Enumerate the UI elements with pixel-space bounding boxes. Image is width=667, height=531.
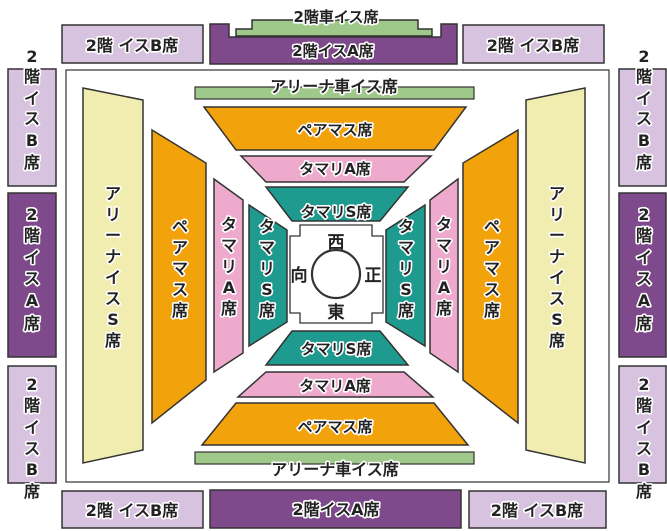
upper-a-top-label: 2階イスA席 [292,42,374,60]
arena-wheelchair-top-label: アリーナ車イス席 [270,77,398,96]
arena-s-right[interactable] [525,87,586,464]
upper-a-right[interactable] [618,192,667,358]
upper-b-left-bottom[interactable] [7,365,57,484]
tamari-s-bottom[interactable] [264,330,410,366]
dohyo-ring-icon [310,248,362,300]
upper-a-left[interactable] [7,192,57,358]
tamari-s-bottom-label: タマリS席 [301,340,372,358]
pair-masu-bottom-label: ペアマス席 [297,418,372,436]
tamari-a-right[interactable] [429,177,459,374]
upper-b-top-left[interactable] [61,24,204,64]
upper-b-top-right-label: 2階 イスB席 [487,36,579,55]
upper-b-bottom-right-label: 2階 イスB席 [491,501,583,520]
tamari-a-top-label: タマリA席 [299,160,371,178]
upper-b-right-bottom[interactable] [618,365,667,484]
upper-b-top-left-label: 2階 イスB席 [86,36,178,55]
tamari-a-top[interactable] [239,155,433,183]
tamari-a-bottom-label: タマリA席 [299,377,371,395]
upper-a-top[interactable] [209,23,458,65]
tamari-s-right[interactable] [385,203,426,348]
direction-west: 西 [328,233,345,253]
upper-wheelchair-top[interactable] [235,19,433,37]
pair-masu-top-label: ペアマス席 [297,121,372,139]
direction-shomen: 正 [365,266,382,286]
arena-wheelchair-top[interactable] [194,86,475,100]
pair-masu-left[interactable] [151,128,207,425]
tamari-a-left[interactable] [213,177,244,374]
upper-a-bottom[interactable] [209,489,462,529]
direction-east: 東 [328,302,345,323]
tamari-s-top-label: タマリS席 [301,203,372,221]
pair-masu-bottom[interactable] [200,402,470,446]
upper-wheelchair-top-label: 2階車イス席 [294,8,379,26]
tamari-a-bottom[interactable] [236,371,436,398]
pair-masu-top[interactable] [202,106,468,151]
upper-b-bottom-left[interactable] [61,490,204,529]
upper-a-bottom-label: 2階イスA席 [292,500,379,519]
upper-b-bottom-left-label: 2階 イスB席 [86,501,178,520]
arena-s-left[interactable] [82,87,144,464]
arena-wheelchair-bottom[interactable] [194,451,475,465]
direction-mukou: 向 [291,265,308,286]
upper-b-right-top[interactable] [618,68,667,187]
tamari-s-left[interactable] [248,203,288,348]
pair-masu-right[interactable] [462,128,519,425]
tamari-s-top[interactable] [264,186,410,222]
upper-b-left-top[interactable] [7,68,57,187]
pair-masu-left-label: ペアマス席 [172,217,188,320]
pair-masu-right-label: ペアマス席 [484,217,500,320]
arena-wheelchair-bottom-label: アリーナ車イス席 [271,460,399,479]
upper-b-bottom-right[interactable] [468,490,607,529]
upper-b-top-right[interactable] [462,24,605,64]
